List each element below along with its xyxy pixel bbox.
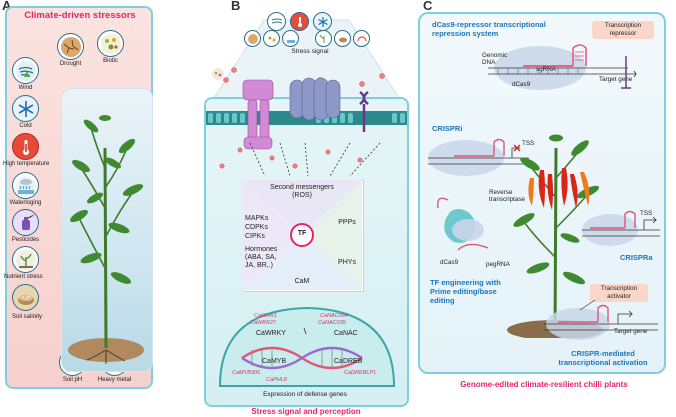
mapks-label: MAPKs bbox=[245, 215, 269, 222]
crispri-diagram bbox=[428, 138, 529, 176]
waterlogging-small-icon bbox=[282, 30, 299, 47]
stress-signal-label: Stress signal bbox=[291, 48, 329, 55]
tss-label-2: TSS bbox=[640, 210, 653, 217]
crispra-diagram bbox=[582, 210, 660, 246]
chilli-plant-illustration bbox=[68, 115, 144, 364]
crispri-label: CRISPRi bbox=[432, 124, 463, 133]
reverse-transcriptase-label: Reverse transcriptase bbox=[489, 189, 526, 203]
dcas9-label-2: dCas9 bbox=[440, 259, 459, 266]
cam-label: CaM bbox=[294, 278, 310, 285]
drought-label: Drought bbox=[59, 61, 82, 67]
signal-arrows bbox=[219, 142, 381, 177]
cipks-label: CIPKs bbox=[245, 233, 265, 240]
target-gene-label-2: Target gene bbox=[614, 328, 648, 335]
drought-icon bbox=[57, 33, 84, 60]
panel-c-letter: C bbox=[423, 0, 433, 13]
panel-b-caption: Stress signal and perception bbox=[251, 407, 361, 416]
ph-small-icon bbox=[353, 30, 370, 47]
panel-b-letter: B bbox=[231, 0, 241, 13]
nucleus bbox=[218, 306, 396, 387]
dcas9-repressor-title: dCas9-repressor transcriptional repressi… bbox=[432, 20, 546, 38]
heat-small-icon bbox=[290, 12, 309, 31]
camyb-label: CaMYB bbox=[262, 358, 287, 365]
wind-label: Wind bbox=[18, 85, 33, 91]
second-messengers-label: Second messengers (ROS) bbox=[270, 184, 334, 199]
cdpks-label: CDPKs bbox=[245, 224, 268, 231]
transcription-activator-box: Transcription activator bbox=[590, 284, 648, 302]
gene-cawrk27: CaWRK27 bbox=[250, 320, 276, 326]
heavy-metal-label: Heavy metal bbox=[97, 377, 132, 383]
gene-cadreblp1: CaDREBLP1 bbox=[344, 370, 377, 376]
sgrna-label-1: sgRNA bbox=[536, 66, 556, 73]
phys-label: PHYs bbox=[338, 259, 356, 266]
tf-engineering-label: TF engineering with Prime editing/base e… bbox=[430, 278, 501, 305]
transcription-repressor-box: Transcription repressor bbox=[592, 21, 654, 39]
defense-genes-label: Expression of defense genes bbox=[263, 391, 347, 398]
tf-label: TF bbox=[297, 230, 307, 237]
wind-small-icon bbox=[267, 12, 286, 31]
ppps-label: PPPs bbox=[338, 219, 356, 226]
cold-label: Cold bbox=[19, 123, 32, 129]
dcas9-label-1: dCas9 bbox=[512, 81, 531, 88]
cawrky-label: CaWRKY bbox=[256, 330, 286, 337]
crispra-label: CRISPRa bbox=[620, 253, 653, 262]
pesticide-sprayer-icon bbox=[12, 209, 39, 236]
biotic-small-icon bbox=[263, 30, 280, 47]
soil-salinity-icon bbox=[12, 284, 39, 311]
gene-canac064: CaNAC064 bbox=[320, 313, 348, 319]
gene-canac035: CaNAC035 bbox=[318, 320, 346, 326]
waterlogging-icon bbox=[12, 172, 39, 199]
tss-label-1: TSS bbox=[522, 140, 535, 147]
nutrient-small-icon bbox=[315, 30, 332, 47]
high-temperature-label: High temperature bbox=[3, 161, 50, 167]
prime-editor-diagram bbox=[437, 197, 489, 251]
tf-hub-sectors bbox=[242, 180, 362, 290]
membrane-receptors bbox=[242, 77, 369, 150]
gene-camyb306: CaMYB306 bbox=[232, 370, 261, 376]
pesticides-label: Pesticides bbox=[11, 237, 40, 243]
nutrient-stress-label: Nutrient stress bbox=[4, 274, 43, 280]
crispr-activation-label: CRISPR-mediated transcriptional activati… bbox=[558, 349, 648, 367]
biotic-icon bbox=[97, 30, 124, 57]
canac-label: CaNAC bbox=[334, 330, 358, 337]
panel-a-letter: A bbox=[2, 0, 12, 13]
gene-cawrk1: CaWRK1 bbox=[254, 313, 277, 319]
hormones-label: Hormones (ABA, SA, JA, BR,.) bbox=[245, 246, 278, 269]
thermometer-icon bbox=[12, 133, 39, 160]
drought-small-icon bbox=[244, 30, 261, 47]
panel-a-title: Climate-driven stressors bbox=[24, 10, 136, 21]
soil-ph-label: Soil pH bbox=[62, 377, 83, 383]
nutrient-stress-icon bbox=[12, 246, 39, 273]
dcas9-repressor-diagram bbox=[488, 44, 637, 90]
snowflake-icon bbox=[12, 95, 39, 122]
soil-salinity-label: Soil salinity bbox=[11, 314, 42, 320]
wind-icon bbox=[12, 57, 39, 84]
salinity-small-icon bbox=[334, 30, 351, 47]
target-gene-label-1: Target gene bbox=[599, 76, 633, 83]
biotic-label: Biotic bbox=[103, 58, 118, 64]
genomic-dna-label: Genomic DNA bbox=[482, 52, 508, 66]
cadreb-label: CaDREB bbox=[334, 358, 363, 365]
gene-caphl8: CaPHL8 bbox=[266, 377, 287, 383]
cold-small-icon bbox=[313, 12, 332, 31]
panel-c-caption: Genome-edited climate-resilient chilli p… bbox=[460, 380, 628, 389]
waterlogging-label: Waterloging bbox=[9, 200, 42, 206]
crispr-activation-diagram bbox=[544, 299, 658, 340]
pegrna-label: pegRNA bbox=[486, 261, 510, 268]
